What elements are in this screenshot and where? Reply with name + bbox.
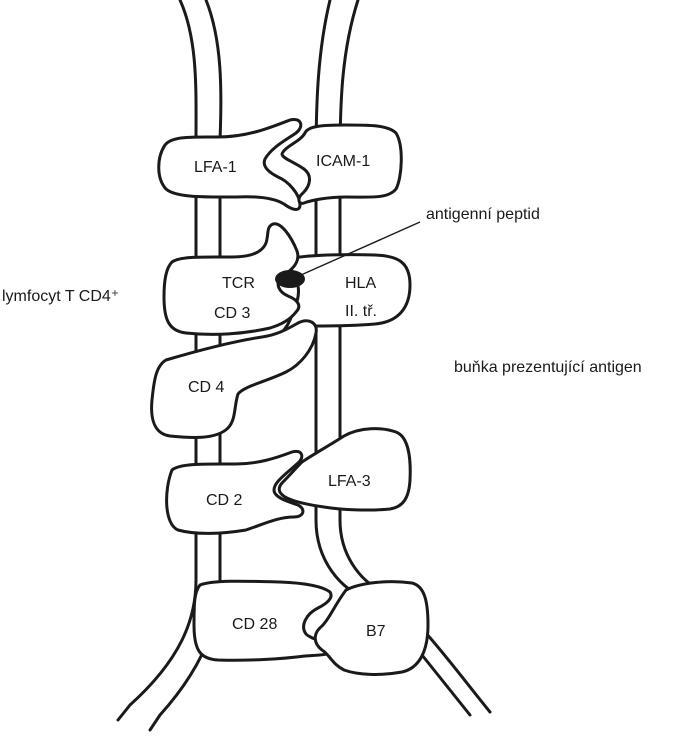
label-cd2: CD 2 bbox=[206, 492, 243, 509]
label-tcr: TCR bbox=[222, 275, 255, 292]
label-icam1: ICAM-1 bbox=[316, 153, 370, 170]
lfa3-molecule bbox=[279, 429, 410, 510]
peptide-label: antigenní peptid bbox=[426, 206, 540, 223]
label-cd3: CD 3 bbox=[214, 305, 251, 322]
label-hla: HLA bbox=[345, 275, 376, 292]
antigen-peptide-mark bbox=[275, 270, 305, 288]
lymphocyte-label: lymfocyt T CD4⁺ bbox=[2, 288, 119, 305]
label-b7: B7 bbox=[366, 623, 386, 640]
label-lfa1: LFA-1 bbox=[194, 159, 237, 176]
label-cd4: CD 4 bbox=[188, 379, 225, 396]
apc-label: buňka prezentující antigen bbox=[454, 359, 642, 376]
cd4-molecule bbox=[152, 321, 317, 438]
label-hla-class: II. tř. bbox=[345, 303, 377, 320]
label-lfa3: LFA-3 bbox=[328, 473, 371, 490]
label-cd28: CD 28 bbox=[232, 616, 277, 633]
